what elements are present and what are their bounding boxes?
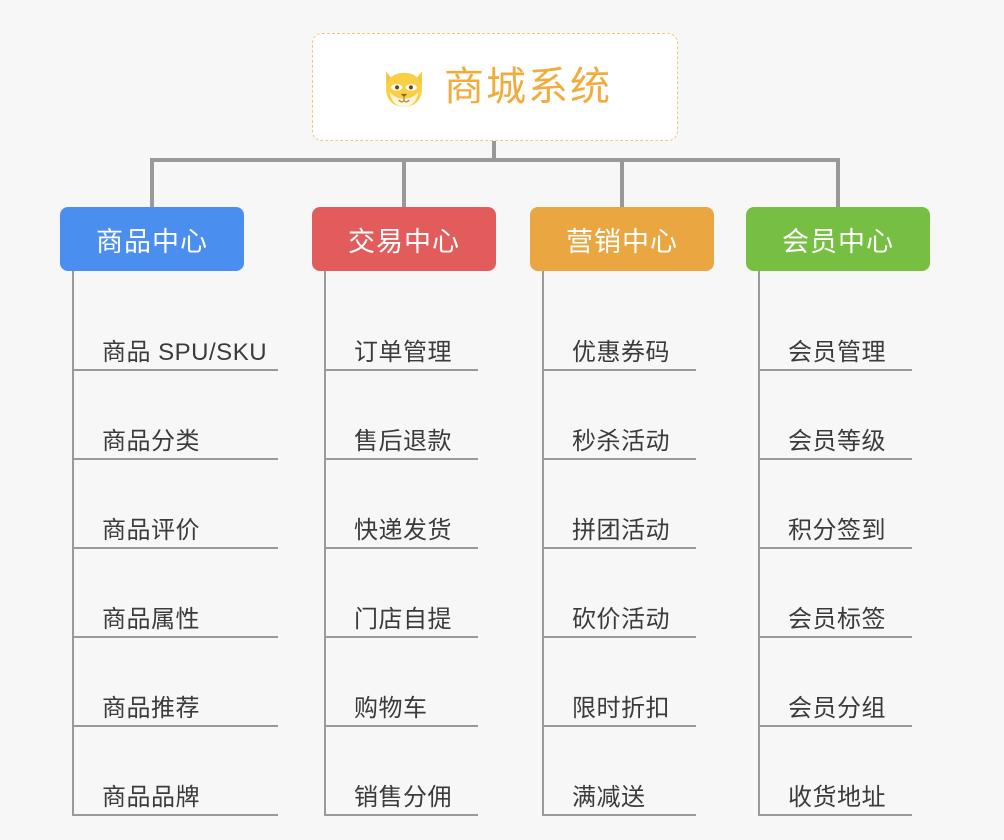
leaf-label: 商品推荐 — [102, 694, 200, 722]
leaf-label: 积分签到 — [788, 516, 886, 544]
leaf-item[interactable]: 会员等级 — [760, 371, 912, 460]
connector-horizontal-bar — [150, 158, 840, 162]
connector-drop-2 — [402, 158, 406, 208]
leaf-label: 商品品牌 — [102, 783, 200, 811]
branch-header-trade-center[interactable]: 交易中心 — [312, 207, 496, 271]
branch-header-product-center[interactable]: 商品中心 — [60, 207, 244, 271]
leaf-list-member-center: 会员管理 会员等级 积分签到 会员标签 会员分组 收货地址 — [758, 271, 936, 816]
leaf-label: 会员标签 — [788, 605, 886, 633]
leaf-item[interactable]: 销售分佣 — [326, 727, 478, 816]
leaf-item[interactable]: 积分签到 — [760, 460, 912, 549]
leaf-label: 会员等级 — [788, 427, 886, 455]
leaf-label: 商品分类 — [102, 427, 200, 455]
leaf-item[interactable]: 商品推荐 — [74, 638, 278, 727]
leaf-item[interactable]: 商品分类 — [74, 371, 278, 460]
leaf-label: 售后退款 — [354, 427, 452, 455]
leaf-item[interactable]: 快递发货 — [326, 460, 478, 549]
leaf-label: 购物车 — [354, 694, 428, 722]
leaf-item[interactable]: 商品属性 — [74, 549, 278, 638]
leaf-item[interactable]: 限时折扣 — [544, 638, 696, 727]
leaf-label: 收货地址 — [788, 783, 886, 811]
shiba-dog-face-icon — [378, 63, 430, 115]
leaf-label: 订单管理 — [354, 338, 452, 366]
leaf-label: 限时折扣 — [572, 694, 670, 722]
leaf-label: 会员管理 — [788, 338, 886, 366]
leaf-label: 销售分佣 — [354, 783, 452, 811]
connector-drop-3 — [620, 158, 624, 208]
leaf-list-product-center: 商品 SPU/SKU 商品分类 商品评价 商品属性 商品推荐 商品品牌 — [72, 271, 288, 816]
leaf-item[interactable]: 商品评价 — [74, 460, 278, 549]
leaf-label: 快递发货 — [354, 516, 452, 544]
leaf-list-marketing-center: 优惠券码 秒杀活动 拼团活动 砍价活动 限时折扣 满减送 — [542, 271, 720, 816]
connector-drop-4 — [836, 158, 840, 208]
leaf-item[interactable]: 会员标签 — [760, 549, 912, 638]
leaf-label: 商品属性 — [102, 605, 200, 633]
leaf-label: 拼团活动 — [572, 516, 670, 544]
leaf-item[interactable]: 秒杀活动 — [544, 371, 696, 460]
leaf-item[interactable]: 门店自提 — [326, 549, 478, 638]
branch-marketing-center: 营销中心 优惠券码 秒杀活动 拼团活动 砍价活动 限时折扣 满减送 — [530, 207, 720, 816]
leaf-label: 优惠券码 — [572, 338, 670, 366]
leaf-label: 门店自提 — [354, 605, 452, 633]
branch-trade-center: 交易中心 订单管理 售后退款 快递发货 门店自提 购物车 销售分佣 — [312, 207, 502, 816]
connector-root-stem — [492, 141, 496, 161]
leaf-item[interactable]: 订单管理 — [326, 289, 478, 371]
leaf-item[interactable]: 商品品牌 — [74, 727, 278, 816]
leaf-item[interactable]: 砍价活动 — [544, 549, 696, 638]
leaf-item[interactable]: 收货地址 — [760, 727, 912, 816]
branch-member-center: 会员中心 会员管理 会员等级 积分签到 会员标签 会员分组 收货地址 — [746, 207, 936, 816]
leaf-item[interactable]: 拼团活动 — [544, 460, 696, 549]
leaf-label: 砍价活动 — [572, 605, 670, 633]
leaf-item[interactable]: 满减送 — [544, 727, 696, 816]
leaf-label: 满减送 — [572, 783, 646, 811]
leaf-item[interactable]: 售后退款 — [326, 371, 478, 460]
leaf-list-trade-center: 订单管理 售后退款 快递发货 门店自提 购物车 销售分佣 — [324, 271, 502, 816]
branch-header-marketing-center[interactable]: 营销中心 — [530, 207, 714, 271]
leaf-item[interactable]: 会员分组 — [760, 638, 912, 727]
leaf-item[interactable]: 优惠券码 — [544, 289, 696, 371]
leaf-label: 会员分组 — [788, 694, 886, 722]
leaf-label: 商品 SPU/SKU — [102, 338, 268, 366]
branch-header-member-center[interactable]: 会员中心 — [746, 207, 930, 271]
root-title: 商城系统 — [444, 65, 612, 109]
connector-drop-1 — [150, 158, 154, 208]
leaf-item[interactable]: 购物车 — [326, 638, 478, 727]
leaf-item[interactable]: 会员管理 — [760, 289, 912, 371]
leaf-label: 商品评价 — [102, 516, 200, 544]
leaf-item[interactable]: 商品 SPU/SKU — [74, 289, 278, 371]
root-node[interactable]: 商城系统 — [312, 33, 678, 141]
leaf-label: 秒杀活动 — [572, 427, 670, 455]
branch-product-center: 商品中心 商品 SPU/SKU 商品分类 商品评价 商品属性 商品推荐 商品品牌 — [60, 207, 288, 816]
